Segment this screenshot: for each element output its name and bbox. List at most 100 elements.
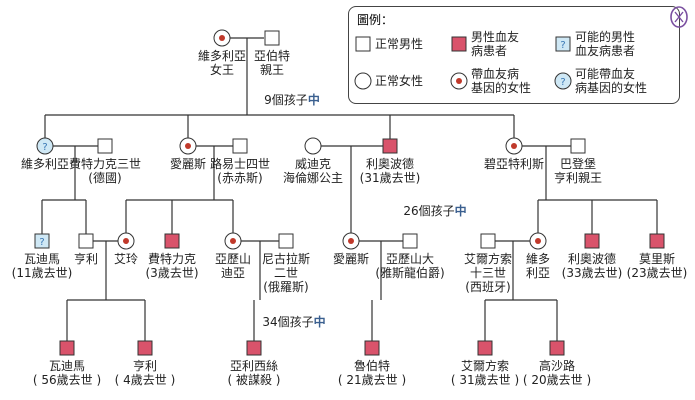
- albert-label-line: 親王: [259, 63, 285, 77]
- waldemar2-square: [59, 340, 75, 356]
- ludwig4-label: 路易士四世(赤赤斯): [210, 157, 270, 185]
- legend-item-carrier-female: 帶血友病基因的女性: [471, 67, 531, 95]
- legend-item-label: 男性血友: [471, 30, 520, 44]
- friedrich-hesse-label-line: 費特力克: [147, 252, 196, 266]
- helena-waldeck-label: 威迪克海倫娜公主: [283, 157, 343, 185]
- legend-item-label: 基因的女性: [471, 81, 532, 95]
- henry-battenberg-label-line: 亨利親王: [553, 171, 603, 185]
- waldemar2-label: 瓦迪馬( 56歲去世 ): [33, 359, 101, 387]
- alfonso13-square: [480, 233, 496, 249]
- nicholas2-label-line: 尼古拉斯: [261, 252, 311, 266]
- alexei-label-line: 亞利西絲: [229, 359, 278, 373]
- legend-item-label: 可能帶血友: [575, 67, 636, 81]
- maurice-label-line: 莫里斯: [638, 252, 676, 266]
- nicholas2-square: [278, 233, 294, 249]
- legend-item-healthy-male: 正常男性: [375, 37, 423, 51]
- friedrich3-square: [97, 138, 113, 154]
- rupert-label-line: ( 21歲去世 ): [337, 373, 407, 387]
- irene-label: 艾玲: [114, 252, 138, 266]
- alfonso-label-line: 艾爾方索: [460, 359, 510, 373]
- friedrich3-label: 費特力克三世(德國): [69, 157, 141, 185]
- legend-possible-male-question-mark: ?: [560, 40, 565, 51]
- legend-item-possible-carrier-female: 可能帶血友病基因的女性: [575, 67, 647, 95]
- heinrich2-square: [137, 340, 153, 356]
- heinrich2-label-line: 亨利: [132, 359, 158, 373]
- helena-waldeck-circle: [304, 137, 322, 155]
- victoria-queen-label: 維多利亞女王: [198, 49, 246, 77]
- albert-square: [264, 30, 280, 46]
- alice-athlone-label: 愛麗斯: [333, 252, 369, 266]
- legend-possible-male-square: [555, 36, 571, 52]
- gen1-children-note: 9個孩子中: [264, 93, 320, 107]
- nicholas2-label: 尼古拉斯二世(俄羅斯): [262, 252, 310, 294]
- leopold-label-line: (31歲去世): [359, 171, 421, 185]
- waldemar2-label-line: ( 56歲去世 ): [32, 373, 102, 387]
- rupert-label-line: 魯伯特: [353, 359, 391, 373]
- heinrich-label: 亨利: [74, 252, 98, 266]
- gen3-children-suffix: 中: [313, 315, 326, 329]
- legend-item-label: 帶血友病: [471, 67, 520, 81]
- albert-label: 亞伯特親王: [254, 49, 290, 77]
- legend-item-label: 血友病患者: [575, 44, 636, 58]
- maurice-label: 莫里斯(23歲去世): [627, 252, 688, 280]
- legend-title: 圖例：: [357, 13, 394, 27]
- friedrich3-label-line: (德國): [88, 171, 122, 185]
- gonzalo-label: 高沙路( 20歲去世 ): [523, 359, 591, 387]
- leopold-label: 利奧波德(31歲去世): [360, 157, 421, 185]
- waldemar-question-mark: ?: [39, 237, 44, 248]
- nicholas2-label-line: (俄羅斯): [263, 280, 309, 294]
- leopold-b-label: 利奧波德(33歲去世): [562, 252, 623, 280]
- gen2-children-suffix: 中: [454, 204, 467, 218]
- alexandra-carrier-dot: [230, 238, 236, 244]
- victoria-queen-label-line: 女王: [209, 63, 235, 77]
- waldemar-label-line: (11歲去世): [11, 266, 73, 280]
- friedrich-hesse-square: [164, 233, 180, 249]
- alexandra-label: 亞歷山迪亞: [215, 252, 251, 280]
- helena-waldeck-label-line: 威迪克: [294, 157, 332, 171]
- legend-healthy-male-square: [355, 36, 371, 52]
- alfonso-label-line: ( 31歲去世 ): [450, 373, 520, 387]
- legend-healthy-female-circle: [354, 72, 372, 90]
- alice-label-line: 愛麗斯: [169, 157, 207, 171]
- henry-battenberg-label: 巴登堡亨利親王: [554, 157, 602, 185]
- gen1-children-suffix: 中: [307, 93, 320, 107]
- alfonso-square: [477, 340, 493, 356]
- gonzalo-label-line: 高沙路: [538, 359, 576, 373]
- heinrich2-label: 亨利( 4歲去世 ): [115, 359, 176, 387]
- alice-carrier-dot: [185, 143, 191, 149]
- alexander-teck-square: [402, 233, 418, 249]
- gonzalo-square: [549, 340, 565, 356]
- helena-waldeck-label-line: 海倫娜公主: [282, 171, 344, 185]
- maurice-square: [649, 233, 665, 249]
- ludwig4-label-line: 路易士四世: [209, 157, 271, 171]
- friedrich-hesse-label: 費特力克(3歲去世): [146, 252, 199, 280]
- henry-battenberg-square: [570, 138, 586, 154]
- gen3-children-note: 34個孩子中: [262, 315, 325, 329]
- gen3-children-count: 34個孩子: [262, 315, 314, 329]
- maurice-label-line: (23歲去世): [626, 266, 688, 280]
- irene-label-line: 艾玲: [113, 252, 139, 266]
- beatrice-label-line: 碧亞特利斯: [483, 157, 545, 171]
- leopold-b-label-line: (33歲去世): [561, 266, 623, 280]
- friedrich-hesse-label-line: (3歲去世): [145, 266, 199, 280]
- nicholas2-label-line: 二世: [273, 266, 299, 280]
- victoria-daughter-label: 維多利亞: [21, 157, 69, 171]
- alice-athlone-carrier-dot: [348, 238, 354, 244]
- alfonso13-label-line: (西班牙): [465, 280, 511, 294]
- leopold-label-line: 利奧波德: [365, 157, 415, 171]
- ludwig4-label-line: (赤赤斯): [217, 171, 263, 185]
- alexander-teck-label-line: 亞歷山大: [385, 252, 434, 266]
- victoria-daughter-label-line: 維多利亞: [20, 157, 70, 171]
- alfonso13-label-line: 十三世: [469, 266, 507, 280]
- legend-item-affected-male: 男性血友病患者: [471, 30, 519, 58]
- logo-icon: [670, 6, 688, 28]
- henry-battenberg-label-line: 巴登堡: [559, 157, 597, 171]
- legend-item-label: 正常男性: [375, 37, 424, 51]
- alexander-teck-label-line: (雅斯龍伯爵): [375, 266, 445, 280]
- alfonso-label: 艾爾方索( 31歲去世 ): [451, 359, 519, 387]
- alexei-square: [246, 340, 262, 356]
- gen1-children-count: 9個孩子: [264, 93, 308, 107]
- legend-item-healthy-female: 正常女性: [375, 74, 423, 88]
